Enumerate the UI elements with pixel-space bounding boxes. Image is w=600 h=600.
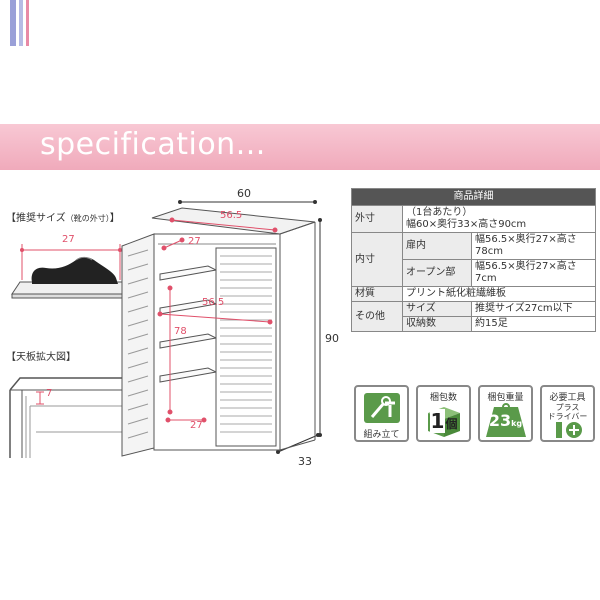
inner-open-label: オープン部 — [402, 259, 472, 287]
inner-width-mid: 56.5 — [202, 297, 225, 308]
material-label: 材質 — [351, 286, 403, 302]
tool-2-label: ドライバー — [547, 412, 588, 421]
package-count-box: 梱包数 1個 — [416, 385, 471, 442]
assembly-box: 組み立て — [354, 385, 409, 442]
package-weight: 23kg — [488, 411, 523, 430]
required-tools-label: 必要工具 — [549, 393, 586, 403]
spec-table-header: 商品詳細 — [351, 188, 596, 206]
size-label: サイズ — [402, 301, 472, 317]
banner-bar-purple-2 — [19, 0, 23, 46]
weight-icon — [486, 403, 526, 437]
assembly-label: 組み立て — [363, 430, 400, 440]
other-label: その他 — [351, 301, 403, 332]
inner-width-top: 56.5 — [220, 210, 243, 221]
inner-size-label: 内寸 — [351, 232, 403, 287]
top-board-label: 【天板拡大図】 — [6, 352, 76, 363]
table-row: 内寸 扉内 幅56.5×奥行27×高さ78cm — [351, 232, 596, 287]
table-row: その他 サイズ 推奨サイズ27cm以下 — [351, 301, 596, 332]
cabinet-depth: 33 — [298, 455, 312, 468]
cabinet-height: 90 — [325, 332, 339, 345]
cabinet-illustration — [121, 200, 322, 457]
spec-banner — [0, 124, 600, 170]
table-row: オープン部 幅56.5×奥行27×高さ7cm — [352, 259, 596, 287]
capacity-value: 約15足 — [471, 316, 596, 332]
table-row: 外寸 （1台あたり）幅60×奥行33×高さ90cm — [351, 205, 596, 233]
size-value: 推奨サイズ27cm以下 — [471, 301, 596, 317]
package-weight-box: 梱包重量 23kg — [478, 385, 533, 442]
tool-1-label: プラス — [555, 403, 580, 412]
banner-title: specification... — [40, 127, 266, 162]
shoe-size-label: 【推奨サイズ（靴の外寸）】 — [6, 213, 120, 224]
capacity-label: 収納数 — [402, 316, 472, 332]
inner-open-value: 幅56.5×奥行27×高さ7cm — [471, 259, 596, 287]
top-board-illustration — [9, 377, 136, 458]
material-value: プリント紙化粧繊維板 — [402, 286, 596, 302]
inner-depth-top: 27 — [188, 236, 201, 247]
table-row: 材質 プリント紙化粧繊維板 — [351, 286, 596, 302]
outer-size-value: （1台あたり）幅60×奥行33×高さ90cm — [402, 205, 596, 233]
inner-door-label: 扉内 — [402, 232, 472, 260]
package-count-label: 梱包数 — [429, 393, 457, 403]
banner-bar-purple — [10, 0, 16, 46]
outer-size-label: 外寸 — [351, 205, 403, 233]
banner-bar-pink — [26, 0, 29, 46]
cabinet-width: 60 — [237, 187, 251, 200]
spec-table: 商品詳細 外寸 （1台あたり）幅60×奥行33×高さ90cm 内寸 扉内 幅56… — [351, 188, 596, 332]
required-tools-box: 必要工具 プラス ドライバー — [540, 385, 595, 442]
package-count: 1個 — [429, 409, 458, 433]
top-board-dim: 7 — [46, 388, 53, 399]
inner-height: 78 — [174, 326, 187, 337]
wrench-hammer-icon — [364, 393, 400, 423]
shoe-dim: 27 — [62, 234, 75, 245]
screwdriver-icon — [556, 422, 582, 438]
package-weight-label: 梱包重量 — [487, 393, 524, 403]
table-row: 収納数 約15足 — [352, 316, 596, 332]
inner-door-value: 幅56.5×奥行27×高さ78cm — [471, 232, 596, 260]
inner-depth-bottom: 27 — [190, 420, 203, 431]
